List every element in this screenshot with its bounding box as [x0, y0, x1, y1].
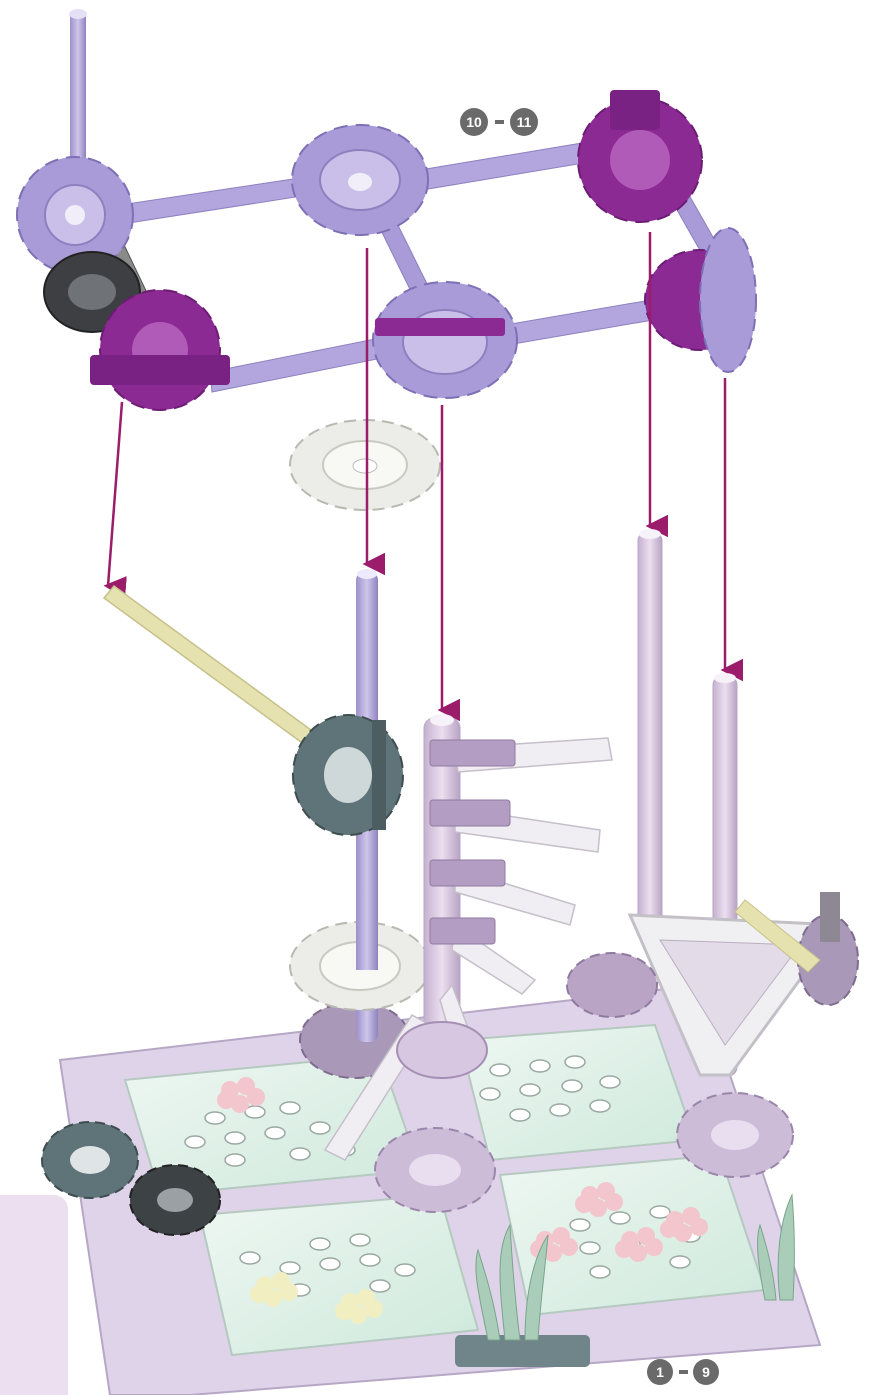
top-frame-assembly [17, 9, 756, 410]
rod-cap [69, 9, 87, 19]
connector-top-middle [292, 125, 428, 235]
step-to-bottom: 9 [702, 1364, 710, 1380]
base-connector-right [677, 1093, 793, 1177]
rod-back-right [420, 140, 602, 190]
step-badge-bottom: 1 9 [647, 1359, 719, 1385]
loose-white-gear [290, 420, 440, 510]
upright-right-back [638, 529, 662, 932]
step-badge-top: 10 11 [460, 108, 538, 136]
connector-front-middle [373, 282, 517, 398]
connector-top-right [578, 90, 702, 222]
connector-right [645, 228, 756, 372]
base-panel-3 [200, 1195, 478, 1355]
base-connector-left-mid [130, 1165, 220, 1235]
rod-back-left [120, 178, 302, 224]
base-connector-left [42, 1122, 138, 1198]
tower-base-connector [397, 1022, 487, 1078]
step-from-bottom: 1 [656, 1364, 664, 1380]
step-to-top: 11 [517, 114, 532, 130]
slate-connector-upright [293, 715, 403, 835]
rod-front-left [210, 336, 392, 392]
white-gear-lower [290, 910, 430, 1010]
assembly-arrow [108, 402, 122, 586]
base-connector-center [375, 1128, 495, 1212]
step-from-top: 10 [466, 114, 482, 130]
base-bottom-clip [455, 1335, 590, 1367]
